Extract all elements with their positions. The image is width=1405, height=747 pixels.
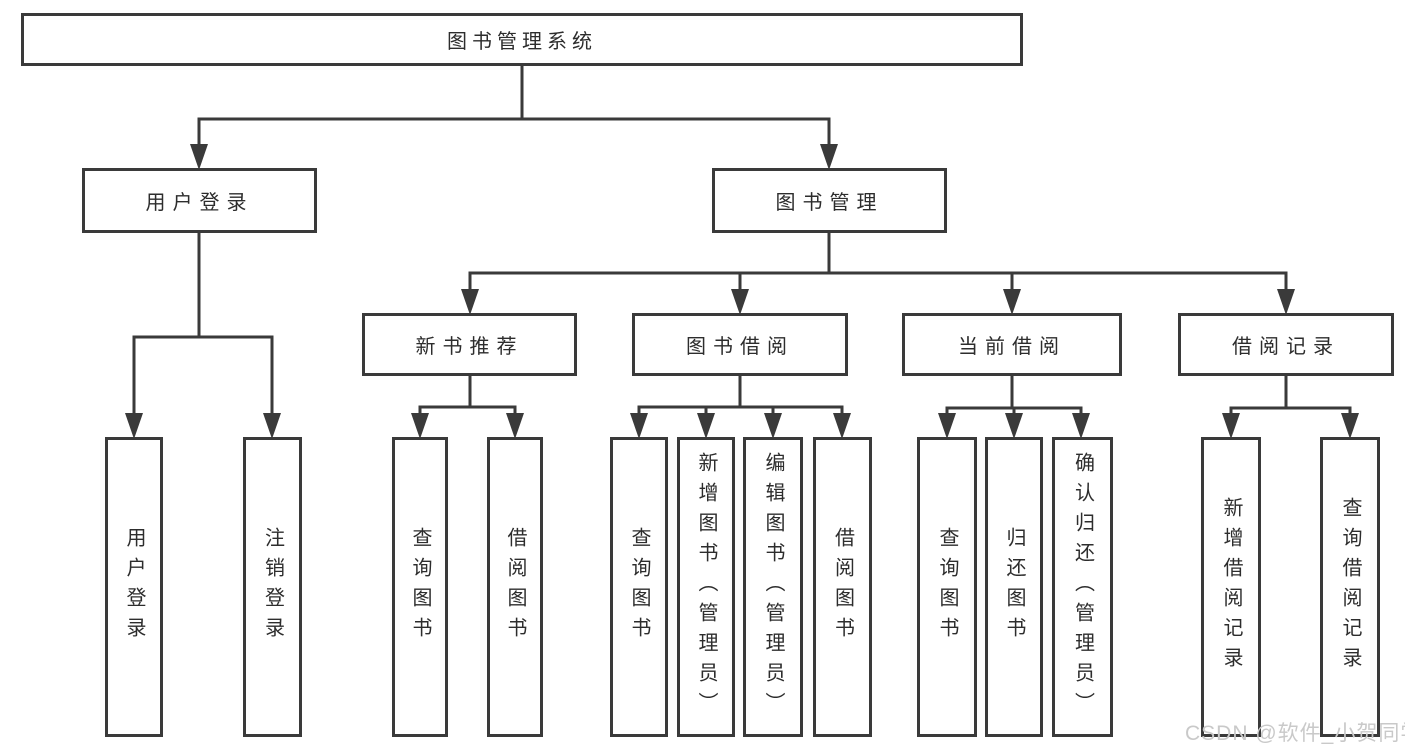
- node-root-system: 图书管理系统: [21, 13, 1023, 66]
- leaf-records-add-record-label: 新增借阅记录: [1220, 497, 1242, 677]
- leaf-user-login: 用户登录: [105, 437, 163, 737]
- node-borrowing-records-label: 借阅记录: [1232, 336, 1340, 358]
- leaf-current-return-books: 归还图书: [985, 437, 1043, 737]
- node-user-login: 用户登录: [82, 168, 317, 233]
- leaf-recommend-borrow-books: 借阅图书: [487, 437, 543, 737]
- leaf-logout-label: 注销登录: [261, 527, 284, 647]
- node-book-borrowing: 图书借阅: [632, 313, 848, 376]
- leaf-current-query-books: 查询图书: [917, 437, 977, 737]
- node-current-borrowing: 当前借阅: [902, 313, 1122, 376]
- node-new-book-recommend: 新书推荐: [362, 313, 577, 376]
- leaf-recommend-borrow-books-label: 借阅图书: [504, 527, 526, 647]
- leaf-records-add-record: 新增借阅记录: [1201, 437, 1261, 737]
- leaf-borrowing-add-books: 新增图书（管理员）: [677, 437, 735, 737]
- leaf-borrowing-query-books-label: 查询图书: [628, 527, 650, 647]
- leaf-borrowing-add-books-label: 新增图书（管理员）: [695, 452, 717, 722]
- leaf-borrowing-borrow-books: 借阅图书: [813, 437, 872, 737]
- arrowhead-icons: [125, 144, 1359, 439]
- node-borrowing-records: 借阅记录: [1178, 313, 1394, 376]
- leaf-logout: 注销登录: [243, 437, 302, 737]
- node-book-borrowing-label: 图书借阅: [686, 336, 794, 358]
- leaf-current-confirm-return-label: 确认归还（管理员）: [1071, 452, 1094, 722]
- node-current-borrowing-label: 当前借阅: [958, 336, 1066, 358]
- node-new-book-recommend-label: 新书推荐: [415, 336, 524, 358]
- leaf-user-login-label: 用户登录: [123, 527, 145, 647]
- leaf-borrowing-borrow-books-label: 借阅图书: [831, 527, 854, 647]
- node-root-system-label: 图书管理系统: [447, 31, 597, 53]
- leaf-current-return-books-label: 归还图书: [1003, 527, 1025, 647]
- leaf-recommend-query-books-label: 查询图书: [409, 527, 431, 647]
- csdn-watermark: CSDN @软件_小贺同学: [1185, 722, 1405, 745]
- tree-edges: [132, 66, 1352, 414]
- leaf-current-confirm-return: 确认归还（管理员）: [1052, 437, 1113, 737]
- leaf-recommend-query-books: 查询图书: [392, 437, 448, 737]
- leaf-borrowing-edit-books-label: 编辑图书（管理员）: [762, 452, 784, 722]
- node-book-management-label: 图书管理: [775, 192, 884, 214]
- leaf-records-query-record: 查询借阅记录: [1320, 437, 1380, 737]
- node-user-login-label: 用户登录: [145, 192, 254, 214]
- leaf-borrowing-edit-books: 编辑图书（管理员）: [743, 437, 803, 737]
- leaf-current-query-books-label: 查询图书: [936, 527, 958, 647]
- leaf-borrowing-query-books: 查询图书: [610, 437, 668, 737]
- node-book-management: 图书管理: [712, 168, 947, 233]
- leaf-records-query-record-label: 查询借阅记录: [1339, 497, 1361, 677]
